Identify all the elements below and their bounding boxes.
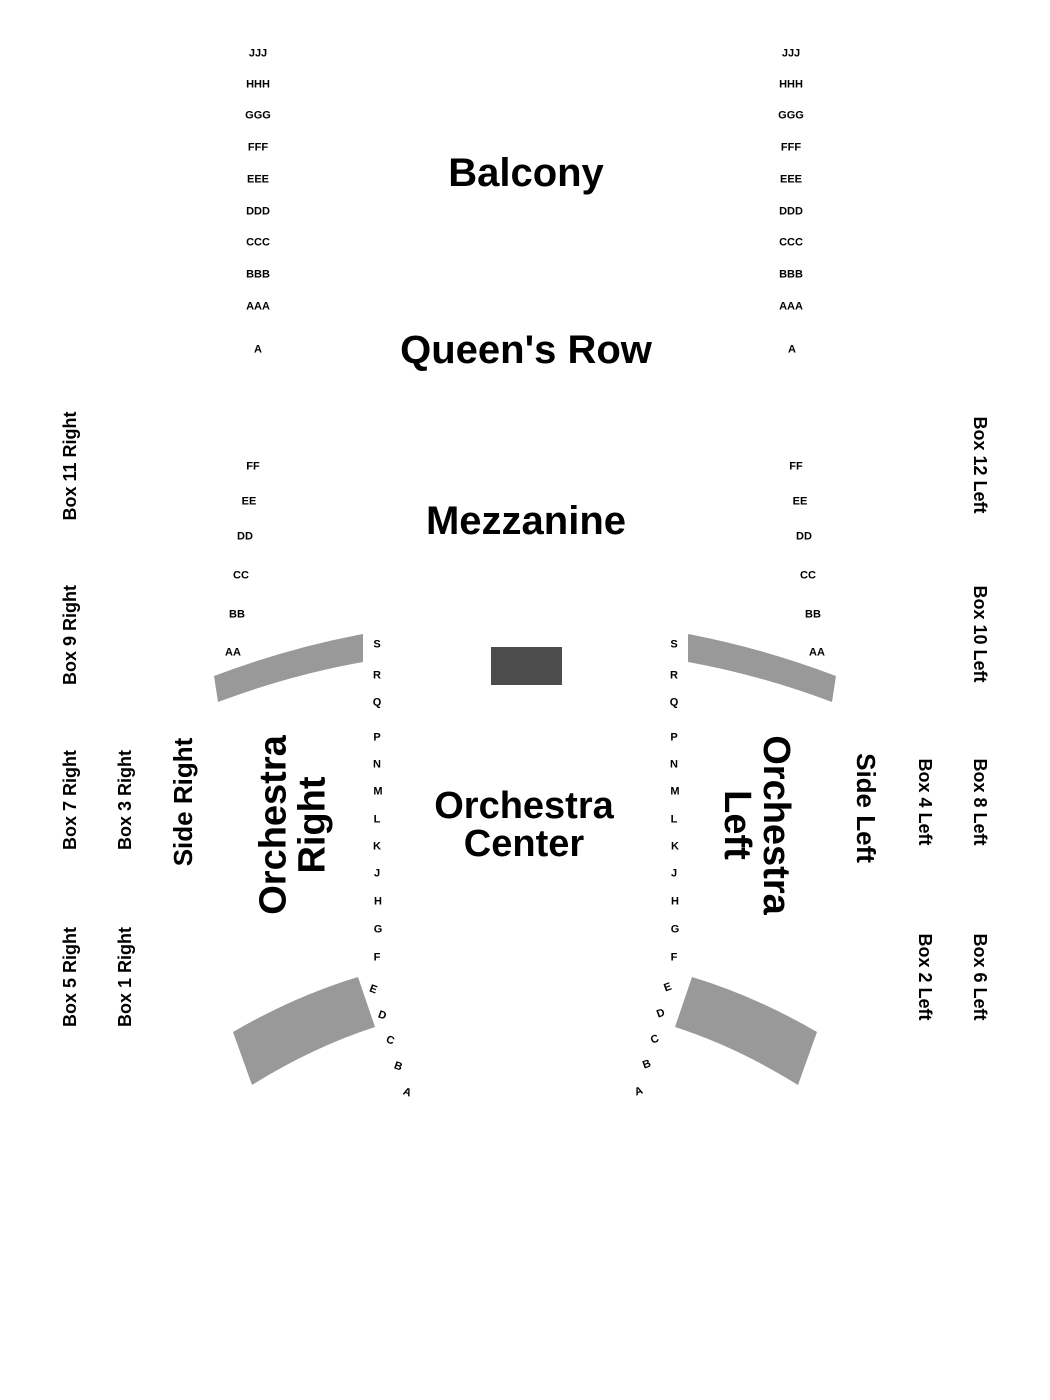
row-label-orchestra-left: R bbox=[670, 669, 678, 682]
section-orchestra-left[interactable]: Orchestra Left bbox=[716, 735, 797, 915]
box-3-right[interactable]: Box 3 Right bbox=[115, 749, 135, 851]
section-orchestra-right[interactable]: Orchestra Right bbox=[252, 735, 333, 915]
section-orchestra-center-line2: Center bbox=[463, 823, 585, 865]
row-label-mezzanine-left: AA bbox=[809, 646, 825, 659]
row-label-balcony-left: BBB bbox=[779, 268, 803, 281]
row-label-balcony-left: DDD bbox=[779, 205, 803, 218]
row-label-balcony-right: EEE bbox=[246, 173, 270, 186]
row-label-orchestra-left: S bbox=[670, 638, 678, 651]
row-label-orchestra-right: S bbox=[373, 638, 381, 651]
section-queens-row[interactable]: Queen's Row bbox=[400, 328, 652, 372]
box-1-right[interactable]: Box 1 Right bbox=[115, 926, 135, 1028]
row-label-orchestra-left: Q bbox=[669, 696, 679, 709]
section-orchestra-center[interactable]: Orchestra Center bbox=[434, 787, 614, 863]
section-orchestra-right-line2: Right bbox=[291, 776, 333, 874]
row-label-orchestra-left: J bbox=[670, 867, 678, 880]
row-label-mezzanine-right: CC bbox=[233, 569, 249, 582]
row-label-balcony-right: BBB bbox=[246, 268, 270, 281]
box-5-right[interactable]: Box 5 Right bbox=[60, 926, 80, 1028]
section-orchestra-center-line1: Orchestra bbox=[434, 785, 614, 827]
row-label-mezzanine-left: EE bbox=[792, 495, 808, 508]
row-label-orchestra-right: R bbox=[373, 669, 381, 682]
box-12-left[interactable]: Box 12 Left bbox=[970, 416, 990, 514]
row-label-orchestra-left: F bbox=[670, 951, 678, 964]
box-2-left[interactable]: Box 2 Left bbox=[915, 933, 935, 1021]
row-label-orchestra-left: G bbox=[670, 923, 680, 936]
row-label-balcony-right: AAA bbox=[246, 300, 270, 313]
section-orchestra-left-line2: Left bbox=[716, 790, 758, 860]
row-label-mezzanine-right: AA bbox=[225, 646, 241, 659]
section-side-right[interactable]: Side Right bbox=[168, 737, 198, 867]
row-label-mezzanine-right: BB bbox=[229, 608, 245, 621]
orchestra-right-front-block bbox=[233, 977, 375, 1085]
row-label-balcony-left: GGG bbox=[778, 109, 804, 122]
row-label-balcony-left: AAA bbox=[779, 300, 803, 313]
row-label-orchestra-left: N bbox=[670, 758, 678, 771]
section-balcony[interactable]: Balcony bbox=[448, 151, 604, 195]
row-label-orchestra-left: H bbox=[671, 895, 679, 908]
row-label-queens-row-left: A bbox=[788, 343, 796, 356]
row-label-orchestra-right: H bbox=[374, 895, 382, 908]
row-label-mezzanine-left: BB bbox=[805, 608, 821, 621]
row-label-orchestra-right: J bbox=[373, 867, 381, 880]
row-label-orchestra-left: L bbox=[670, 813, 678, 826]
row-label-orchestra-right: F bbox=[373, 951, 381, 964]
box-8-left[interactable]: Box 8 Left bbox=[970, 758, 990, 846]
row-label-orchestra-left: K bbox=[671, 840, 679, 853]
row-label-orchestra-right: M bbox=[373, 785, 383, 798]
row-label-balcony-right: CCC bbox=[246, 236, 270, 249]
stage-block bbox=[491, 647, 562, 685]
section-side-left[interactable]: Side Left bbox=[851, 753, 881, 863]
box-6-left[interactable]: Box 6 Left bbox=[970, 933, 990, 1021]
row-label-balcony-right: HHH bbox=[246, 78, 270, 91]
row-label-mezzanine-right: FF bbox=[246, 460, 260, 473]
row-label-balcony-right: JJJ bbox=[248, 47, 268, 60]
row-label-orchestra-right: N bbox=[373, 758, 381, 771]
row-label-mezzanine-left: FF bbox=[789, 460, 803, 473]
row-label-balcony-right: GGG bbox=[245, 109, 271, 122]
row-label-balcony-right: FFF bbox=[247, 141, 269, 154]
row-label-queens-row-right: A bbox=[254, 343, 262, 356]
box-4-left[interactable]: Box 4 Left bbox=[915, 758, 935, 846]
row-label-orchestra-right: G bbox=[373, 923, 383, 936]
row-label-balcony-right: DDD bbox=[246, 205, 270, 218]
box-10-left[interactable]: Box 10 Left bbox=[970, 585, 990, 683]
section-mezzanine[interactable]: Mezzanine bbox=[425, 499, 627, 543]
row-label-orchestra-left: P bbox=[670, 731, 678, 744]
row-label-balcony-left: JJJ bbox=[781, 47, 801, 60]
box-7-right[interactable]: Box 7 Right bbox=[60, 749, 80, 851]
mezzanine-left-rail bbox=[688, 634, 836, 702]
row-label-balcony-left: HHH bbox=[779, 78, 803, 91]
row-label-mezzanine-left: CC bbox=[800, 569, 816, 582]
box-11-right[interactable]: Box 11 Right bbox=[60, 411, 80, 521]
row-label-orchestra-right: L bbox=[373, 813, 381, 826]
row-label-balcony-left: FFF bbox=[780, 141, 802, 154]
row-label-balcony-left: EEE bbox=[779, 173, 803, 186]
section-orchestra-left-line1: Orchestra bbox=[754, 735, 797, 915]
row-label-orchestra-left: M bbox=[670, 785, 680, 798]
row-label-mezzanine-right: EE bbox=[241, 495, 257, 508]
row-label-mezzanine-right: DD bbox=[237, 530, 253, 543]
row-label-orchestra-right: P bbox=[373, 731, 381, 744]
mezzanine-right-rail bbox=[214, 634, 363, 702]
row-label-orchestra-right: Q bbox=[372, 696, 382, 709]
row-label-balcony-left: CCC bbox=[779, 236, 803, 249]
box-9-right[interactable]: Box 9 Right bbox=[60, 584, 80, 686]
row-label-orchestra-right: K bbox=[373, 840, 381, 853]
orchestra-left-front-block bbox=[675, 977, 817, 1085]
row-label-mezzanine-left: DD bbox=[796, 530, 812, 543]
section-orchestra-right-line1: Orchestra bbox=[252, 735, 295, 915]
